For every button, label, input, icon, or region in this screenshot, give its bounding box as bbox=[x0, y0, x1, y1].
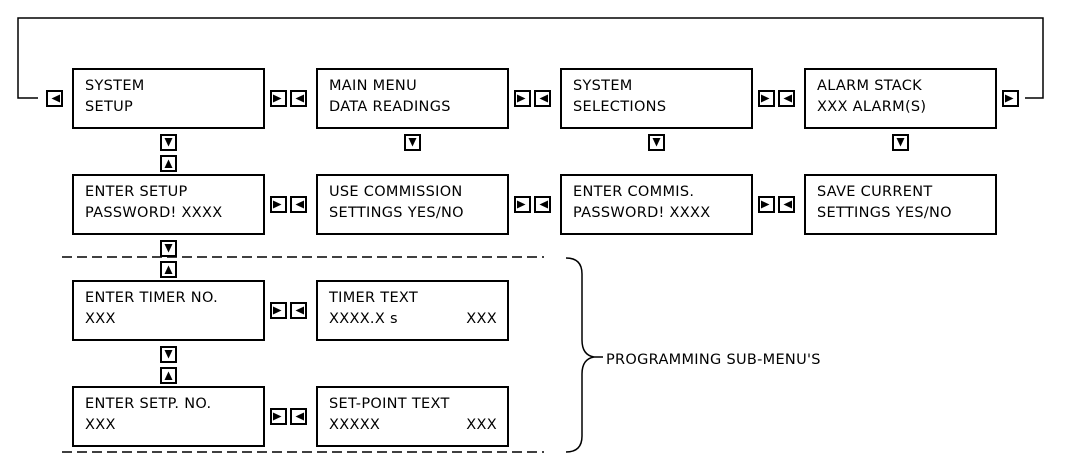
enter-setup-password-box: ENTER SETUP PASSWORD! XXXX bbox=[72, 174, 265, 235]
triangle-left-icon bbox=[539, 94, 548, 103]
nav-up-button[interactable] bbox=[160, 261, 177, 278]
set-point-text-box: SET-POINT TEXT XXXXX XXX bbox=[316, 386, 509, 447]
box-line-1: SET-POINT TEXT bbox=[329, 396, 450, 412]
nav-left-button[interactable] bbox=[290, 196, 307, 213]
triangle-right-icon bbox=[273, 412, 282, 421]
triangle-down-icon bbox=[408, 138, 417, 147]
box-line-1: ALARM STACK bbox=[817, 78, 922, 94]
nav-left-button[interactable] bbox=[290, 302, 307, 319]
box-line-2: PASSWORD! XXXX bbox=[85, 205, 223, 221]
nav-right-button[interactable] bbox=[758, 90, 775, 107]
nav-right-button[interactable] bbox=[270, 196, 287, 213]
triangle-left-icon bbox=[295, 412, 304, 421]
nav-right-button[interactable] bbox=[1002, 90, 1019, 107]
box-line-1: TIMER TEXT bbox=[329, 290, 419, 306]
box-line-2: DATA READINGS bbox=[329, 99, 451, 115]
triangle-left-icon bbox=[539, 200, 548, 209]
triangle-right-icon bbox=[761, 94, 770, 103]
nav-left-button[interactable] bbox=[778, 90, 795, 107]
nav-down-button[interactable] bbox=[160, 240, 177, 257]
timer-value: XXXX.X s bbox=[329, 311, 398, 327]
triangle-right-icon bbox=[517, 94, 526, 103]
use-commission-settings-box: USE COMMISSION SETTINGS YES/NO bbox=[316, 174, 509, 235]
set-point-value: XXXXX bbox=[329, 417, 381, 433]
box-line-2: XXX bbox=[85, 311, 116, 327]
triangle-down-icon bbox=[896, 138, 905, 147]
triangle-left-icon bbox=[783, 94, 792, 103]
box-line-2: PASSWORD! XXXX bbox=[573, 205, 711, 221]
nav-left-button[interactable] bbox=[290, 90, 307, 107]
programming-sub-menus-label: PROGRAMMING SUB-MENU'S bbox=[606, 352, 821, 368]
timer-unit-value: XXX bbox=[466, 311, 497, 327]
wrap-around-loop-line bbox=[17, 17, 1044, 99]
nav-left-button[interactable] bbox=[46, 90, 63, 107]
box-line-1: SYSTEM bbox=[85, 78, 145, 94]
nav-left-button[interactable] bbox=[534, 90, 551, 107]
triangle-left-icon bbox=[295, 200, 304, 209]
triangle-right-icon bbox=[517, 200, 526, 209]
triangle-right-icon bbox=[273, 200, 282, 209]
box-line-1: ENTER SETUP bbox=[85, 184, 188, 200]
box-line-1: USE COMMISSION bbox=[329, 184, 463, 200]
triangle-right-icon bbox=[273, 94, 282, 103]
triangle-right-icon bbox=[1005, 94, 1014, 103]
box-line-2: SETTINGS YES/NO bbox=[817, 205, 952, 221]
triangle-left-icon bbox=[295, 306, 304, 315]
box-line-1: ENTER COMMIS. bbox=[573, 184, 695, 200]
triangle-left-icon bbox=[51, 94, 60, 103]
triangle-right-icon bbox=[761, 200, 770, 209]
nav-down-button[interactable] bbox=[160, 346, 177, 363]
curly-brace bbox=[565, 257, 595, 453]
box-line-2: XXXXX XXX bbox=[329, 415, 507, 436]
triangle-down-icon bbox=[652, 138, 661, 147]
nav-right-button[interactable] bbox=[514, 196, 531, 213]
nav-down-button[interactable] bbox=[892, 134, 909, 151]
nav-right-button[interactable] bbox=[270, 90, 287, 107]
triangle-up-icon bbox=[164, 371, 173, 380]
box-line-1: SAVE CURRENT bbox=[817, 184, 933, 200]
nav-up-button[interactable] bbox=[160, 367, 177, 384]
set-point-unit-value: XXX bbox=[466, 417, 497, 433]
box-line-2: XXX bbox=[85, 417, 116, 433]
box-line-1: MAIN MENU bbox=[329, 78, 417, 94]
nav-left-button[interactable] bbox=[778, 196, 795, 213]
timer-text-box: TIMER TEXT XXXX.X s XXX bbox=[316, 280, 509, 341]
box-line-2: XXX ALARM(S) bbox=[817, 99, 927, 115]
nav-left-button[interactable] bbox=[534, 196, 551, 213]
nav-left-button[interactable] bbox=[290, 408, 307, 425]
box-line-1: ENTER SETP. NO. bbox=[85, 396, 212, 412]
nav-down-button[interactable] bbox=[404, 134, 421, 151]
triangle-up-icon bbox=[164, 159, 173, 168]
triangle-up-icon bbox=[164, 265, 173, 274]
triangle-down-icon bbox=[164, 138, 173, 147]
box-line-1: ENTER TIMER NO. bbox=[85, 290, 218, 306]
nav-right-button[interactable] bbox=[514, 90, 531, 107]
nav-right-button[interactable] bbox=[270, 408, 287, 425]
nav-up-button[interactable] bbox=[160, 155, 177, 172]
triangle-down-icon bbox=[164, 244, 173, 253]
alarm-stack-box: ALARM STACK XXX ALARM(S) bbox=[804, 68, 997, 129]
box-line-2: XXXX.X s XXX bbox=[329, 309, 507, 330]
triangle-left-icon bbox=[295, 94, 304, 103]
nav-down-button[interactable] bbox=[160, 134, 177, 151]
triangle-right-icon bbox=[273, 306, 282, 315]
save-current-settings-box: SAVE CURRENT SETTINGS YES/NO bbox=[804, 174, 997, 235]
enter-timer-no-box: ENTER TIMER NO. XXX bbox=[72, 280, 265, 341]
box-line-1: SYSTEM bbox=[573, 78, 633, 94]
system-selections-box: SYSTEM SELECTIONS bbox=[560, 68, 753, 129]
nav-down-button[interactable] bbox=[648, 134, 665, 151]
triangle-left-icon bbox=[783, 200, 792, 209]
nav-right-button[interactable] bbox=[758, 196, 775, 213]
box-line-2: SETTINGS YES/NO bbox=[329, 205, 464, 221]
enter-commis-password-box: ENTER COMMIS. PASSWORD! XXXX bbox=[560, 174, 753, 235]
box-line-2: SETUP bbox=[85, 99, 134, 115]
system-setup-box: SYSTEM SETUP bbox=[72, 68, 265, 129]
enter-setp-no-box: ENTER SETP. NO. XXX bbox=[72, 386, 265, 447]
triangle-down-icon bbox=[164, 350, 173, 359]
nav-right-button[interactable] bbox=[270, 302, 287, 319]
main-menu-box: MAIN MENU DATA READINGS bbox=[316, 68, 509, 129]
box-line-2: SELECTIONS bbox=[573, 99, 667, 115]
